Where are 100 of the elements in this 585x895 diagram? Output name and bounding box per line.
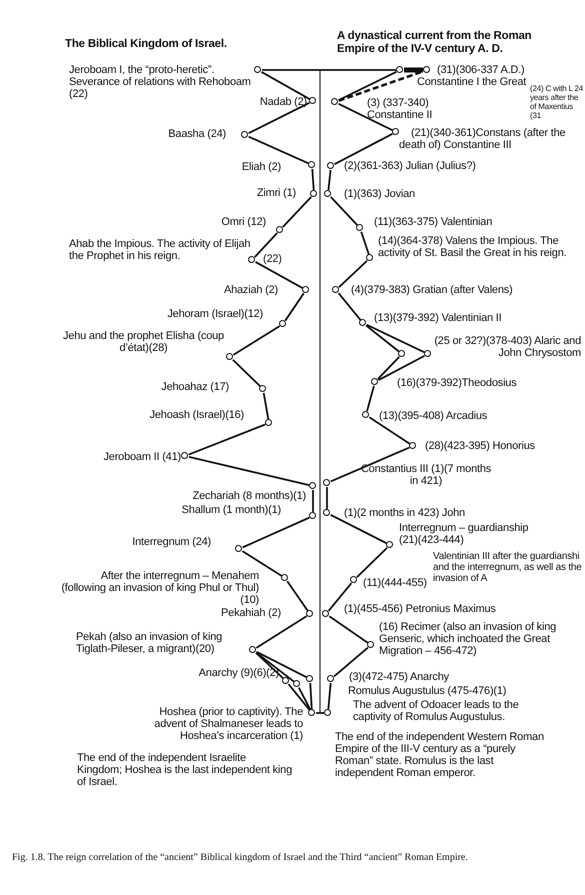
reign-label: Zechariah (8 months)(1) bbox=[192, 490, 306, 502]
column-heading: A dynastical current from the Roman Empire of the IV-V century A. D. bbox=[337, 30, 533, 56]
reign-line bbox=[256, 615, 308, 649]
reign-label: (22) bbox=[263, 253, 283, 265]
reign-label: (16)(379-392)Theodosius bbox=[397, 377, 518, 389]
reign-line bbox=[284, 292, 304, 322]
reign-line bbox=[232, 359, 261, 387]
reign-label: Omri (12) bbox=[220, 216, 266, 228]
reign-label: (1)(2 months in 423) John bbox=[344, 507, 466, 519]
reign-label: After the interregnum – Menahem (following an invasion of king Phul or Thul)(10) bbox=[60, 570, 259, 606]
reign-line bbox=[330, 514, 387, 544]
closing-note: The end of the independent Israelite Kingdom; Hoshea is the last independent king of Israel. bbox=[77, 752, 292, 788]
reign-line bbox=[256, 651, 307, 678]
reign-label: Ahab the Impious. The activity of Elijah the Prophet in his reign. bbox=[69, 238, 252, 262]
reign-label: Jehu and the prophet Elisha (coup d’état)(28) bbox=[62, 330, 225, 354]
reign-label: Jehoash (Israel)(16) bbox=[148, 409, 244, 421]
reign-label: (13)(379-392) Valentinian II bbox=[374, 312, 502, 324]
reign-line bbox=[262, 69, 396, 71]
reign-label: (16) Recimer (also an invasion of king Genseric, which inchoated the Great Migration – 456-472) bbox=[379, 621, 558, 657]
reign-line bbox=[338, 292, 362, 320]
reign-label: Zimri (1) bbox=[256, 187, 296, 199]
empty-point bbox=[398, 350, 405, 357]
reign-label: (14)(364-378) Valens the Impious. The activity of St. Basil the Great in his reign. bbox=[378, 235, 568, 259]
reign-label: (28)(423-395) Honorius bbox=[425, 440, 536, 452]
reign-label: (4)(379-383) Gratian (after Valens) bbox=[351, 284, 514, 296]
reign-line bbox=[188, 424, 266, 456]
reign-line bbox=[309, 682, 313, 710]
reign-label: Romulus Augustulus (475-476)(1) bbox=[348, 685, 508, 697]
reign-label: (11)(444-455) bbox=[363, 577, 428, 589]
reign-label: Jeroboam II (41) bbox=[102, 451, 181, 463]
reign-line bbox=[333, 646, 369, 678]
reign-label: (1)(363) Jovian bbox=[344, 188, 416, 200]
reign-label: Eliah (2) bbox=[240, 161, 281, 173]
reign-line bbox=[248, 102, 310, 134]
reign-line bbox=[377, 356, 400, 380]
reign-line bbox=[338, 260, 368, 288]
closing-note: The end of the independent Western Roman Empire of the III-V century as a “purely Roman” state. Romulus is the last independent Roman emperor. bbox=[335, 731, 545, 779]
empty-point bbox=[282, 677, 289, 684]
reign-line bbox=[378, 355, 425, 381]
reign-line bbox=[338, 70, 424, 102]
reign-line bbox=[248, 136, 309, 164]
reign-label: Shallum (1 month)(1) bbox=[180, 504, 281, 516]
reign-line bbox=[256, 652, 294, 682]
reign-line bbox=[404, 68, 423, 72]
reign-line bbox=[311, 168, 315, 190]
reign-line bbox=[356, 547, 388, 578]
reign-label: (1)(455-456) Petronius Maximus bbox=[344, 603, 497, 615]
column-heading: The Biblical Kingdom of Israel. bbox=[65, 38, 228, 51]
reign-line bbox=[188, 456, 310, 486]
reign-line bbox=[368, 416, 410, 445]
reign-label: Jehoahaz (17) bbox=[160, 381, 229, 393]
reign-line bbox=[328, 616, 368, 644]
reign-label: Jeroboam I, the “proto-heretic”. Severance of relations with Rehoboam (22) bbox=[69, 64, 252, 100]
reign-label: (13)(395-408) Arcadius bbox=[379, 410, 488, 422]
reign-note: The advent of Odoacer leads to the captivity of Romulus Augustulus. bbox=[353, 699, 520, 723]
reign-line bbox=[242, 550, 282, 577]
side-note: (24) C with L 24 years after the of Maxentius (31 bbox=[530, 84, 584, 120]
reign-label: (3) (337-340) Constantine II bbox=[367, 97, 434, 121]
reign-line bbox=[334, 133, 393, 165]
reign-line bbox=[366, 324, 425, 354]
reign-label: Interregnum – guardianship (21)(423-444) bbox=[399, 522, 530, 546]
reign-line bbox=[262, 392, 270, 420]
reign-line bbox=[360, 232, 370, 254]
empty-point bbox=[306, 675, 313, 682]
reign-line bbox=[328, 582, 352, 612]
reign-line bbox=[255, 261, 303, 289]
reign-line bbox=[328, 170, 332, 190]
reign-label: Valentinian III after the guardianshi and the interregnum, as well as the invasion of A bbox=[433, 551, 583, 584]
reign-line bbox=[255, 652, 284, 679]
reign-line bbox=[312, 490, 314, 512]
reign-label: Jehoram (Israel)(12) bbox=[166, 308, 263, 320]
reign-line bbox=[327, 682, 332, 710]
reign-label: Hoshea (prior to captivity). The advent of Shalmaneser leads to Hoshea’s incarceration (1) bbox=[153, 706, 303, 742]
reign-label: (11)(363-375) Valentinian bbox=[374, 216, 494, 228]
reign-line bbox=[282, 196, 312, 228]
reign-label: Interregnum (24) bbox=[131, 536, 211, 548]
reign-label: (21)(340-361)Constans (after the death of) Constantine III bbox=[399, 127, 566, 151]
reign-line bbox=[338, 102, 393, 132]
reign-label: (3)(472-475) Anarchy bbox=[349, 671, 450, 683]
reign-label: Pekah (also an invasion of king Tiglath-Pileser, a migrant)(20) bbox=[76, 631, 224, 655]
reign-line bbox=[338, 70, 397, 102]
reign-label: (31)(306-337 A.D.) Constantine I the Great bbox=[417, 64, 528, 88]
reign-label: (25 or 32?)(378-403) Alaric and John Chrysostom bbox=[433, 335, 581, 359]
reign-line bbox=[330, 196, 358, 226]
reign-label: (2)(361-363) Julian (Julius?) bbox=[344, 160, 477, 172]
reign-line bbox=[288, 684, 310, 710]
reign-line bbox=[316, 712, 324, 714]
reign-line bbox=[254, 232, 278, 258]
reign-line bbox=[298, 687, 311, 710]
reign-line bbox=[366, 386, 375, 412]
reign-line bbox=[330, 446, 410, 482]
empty-point bbox=[396, 66, 403, 73]
reign-label: Pekahiah (2) bbox=[220, 607, 281, 619]
reign-line bbox=[286, 580, 308, 612]
reign-line bbox=[326, 487, 328, 509]
reign-line bbox=[261, 71, 310, 100]
reign-label: Baasha (24) bbox=[167, 128, 226, 140]
reign-line bbox=[366, 324, 400, 352]
reign-label: Constantius III (1)(7 months in 421) bbox=[360, 463, 492, 487]
reign-label: Ahaziah (2) bbox=[222, 284, 278, 296]
